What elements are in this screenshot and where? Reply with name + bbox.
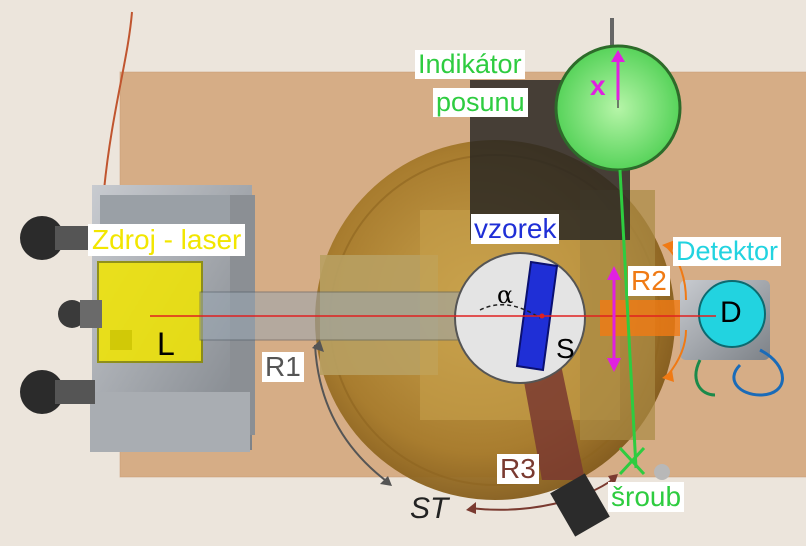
screw-label: šroub xyxy=(608,482,685,512)
laser-L-label: L xyxy=(157,326,175,362)
screw-line xyxy=(618,169,638,469)
r1-arc xyxy=(314,344,386,481)
st-arc xyxy=(469,477,616,511)
sample-S-label: S xyxy=(556,333,575,364)
r2-label: R2 xyxy=(628,266,670,296)
indicator-label-line2: posunu xyxy=(433,88,528,117)
detector-circle xyxy=(698,280,766,348)
r1-label: R1 xyxy=(262,352,304,382)
st-label: ST xyxy=(410,492,449,525)
detector-label: Detektor xyxy=(673,237,782,266)
x-label: x xyxy=(590,70,606,101)
sample-label: vzorek xyxy=(471,214,560,244)
detector-D-label: D xyxy=(720,296,742,329)
r3-label: R3 xyxy=(497,454,539,484)
indicator-label-line1: Indikátor xyxy=(415,50,525,79)
r3-arm xyxy=(520,360,585,480)
alpha-label: α xyxy=(497,281,514,309)
power-cable xyxy=(103,11,133,191)
source-label: Zdroj - laser xyxy=(88,224,246,256)
